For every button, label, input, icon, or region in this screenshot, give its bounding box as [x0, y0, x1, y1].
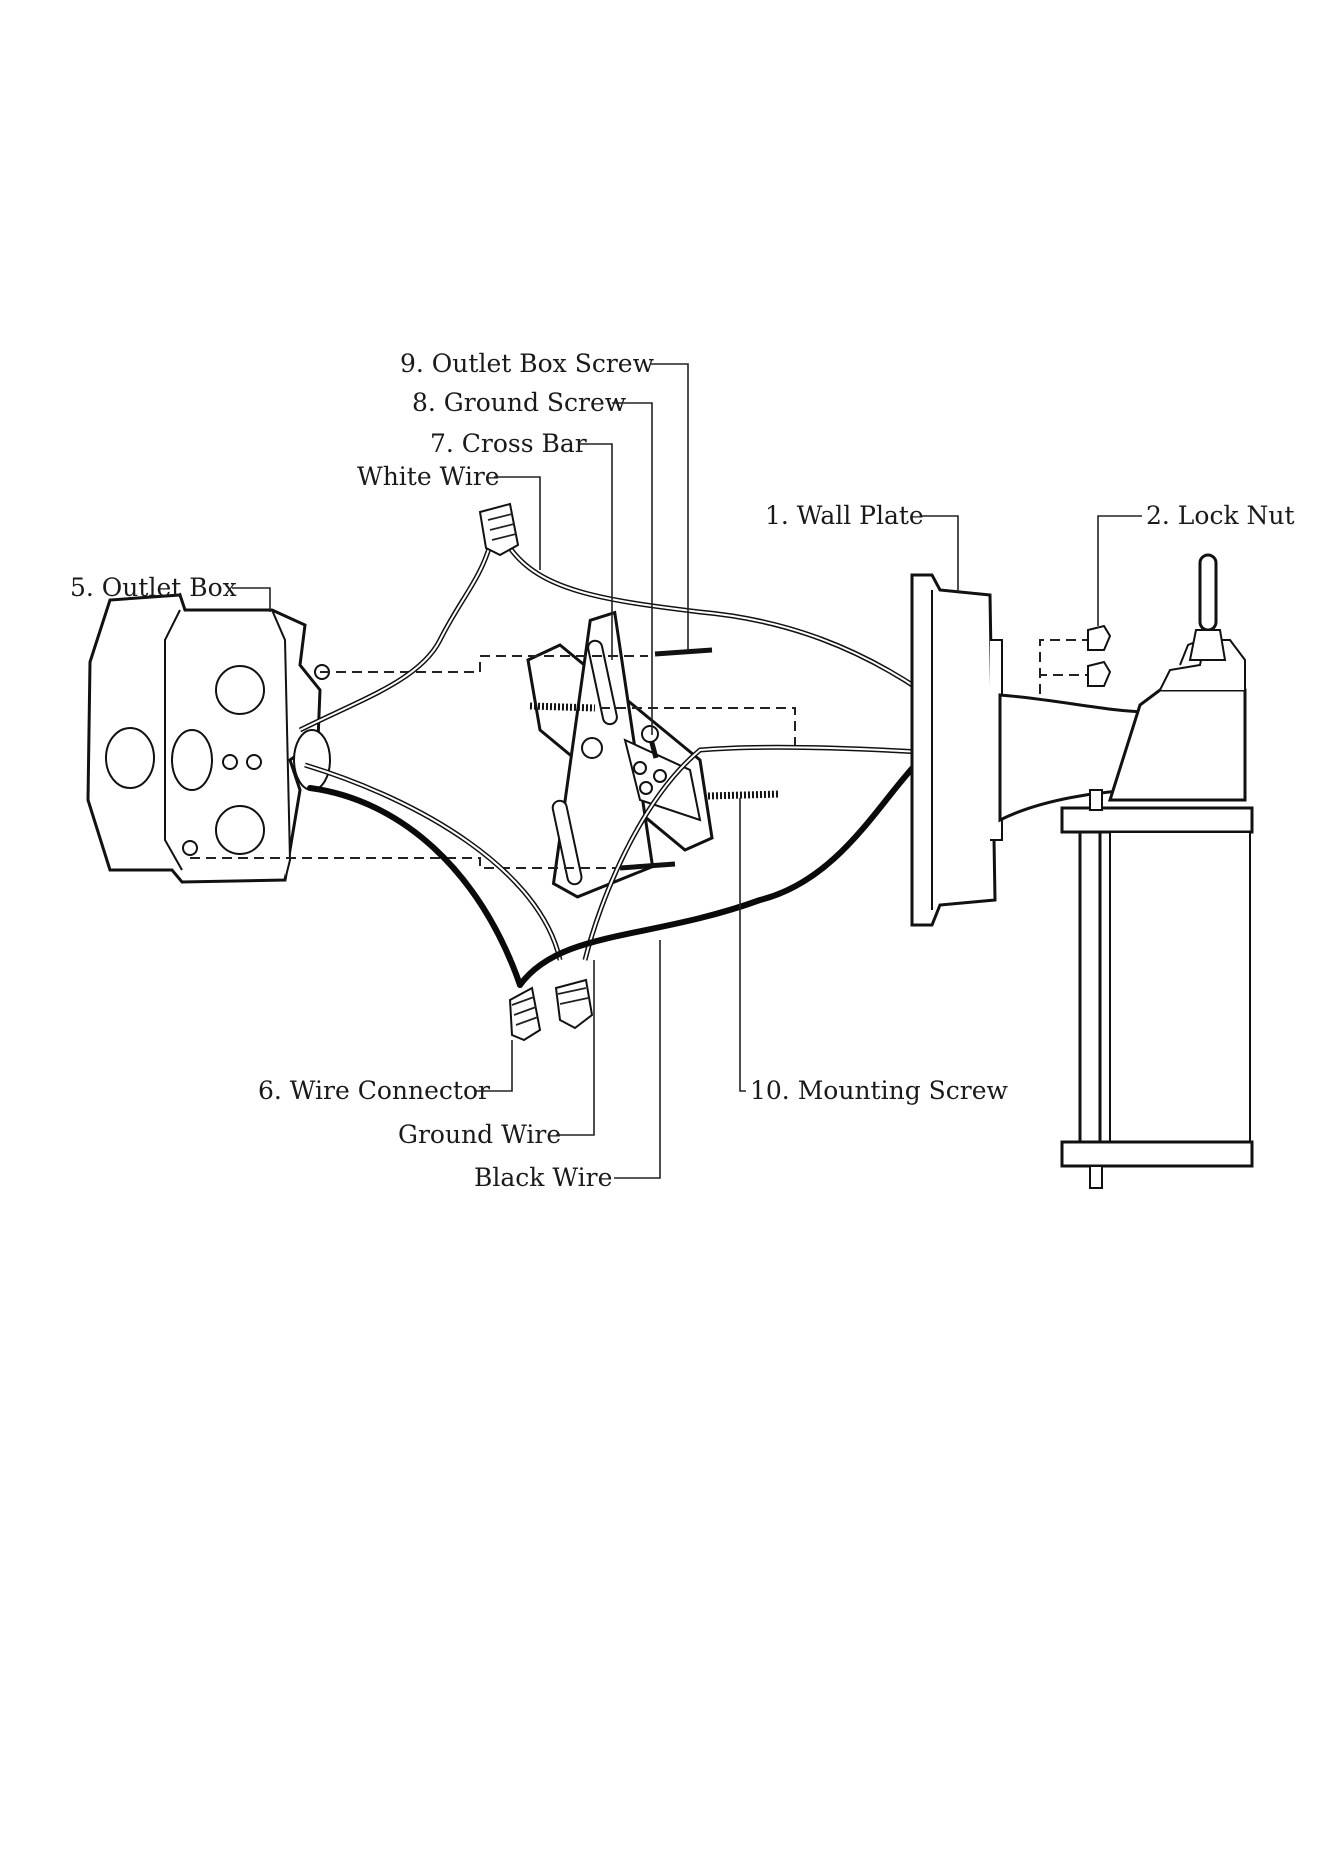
wall-plate	[912, 575, 1002, 925]
label-black-wire: Black Wire	[474, 1163, 612, 1192]
label-white-wire: White Wire	[357, 462, 500, 491]
label-lock-nut: 2. Lock Nut	[1146, 501, 1295, 530]
label-outlet-box-screw: 9. Outlet Box Screw	[400, 349, 655, 378]
lock-nut	[1088, 626, 1110, 686]
outlet-box	[88, 595, 330, 882]
lantern-fixture	[1000, 555, 1252, 1188]
label-cross-bar: 7. Cross Bar	[430, 429, 587, 458]
label-wall-plate: 1. Wall Plate	[765, 501, 924, 530]
leader-black-wire	[614, 940, 660, 1178]
leader-outlet-box	[232, 588, 270, 612]
label-wire-connector: 6. Wire Connector	[258, 1076, 490, 1105]
label-ground-wire: Ground Wire	[398, 1120, 561, 1149]
label-ground-screw: 8. Ground Screw	[412, 388, 627, 417]
label-mounting-screw: 10. Mounting Screw	[750, 1076, 1009, 1105]
label-outlet-box: 5. Outlet Box	[70, 573, 237, 602]
leader-mounting-screw	[740, 798, 746, 1091]
leader-lock-nut	[1098, 516, 1142, 626]
